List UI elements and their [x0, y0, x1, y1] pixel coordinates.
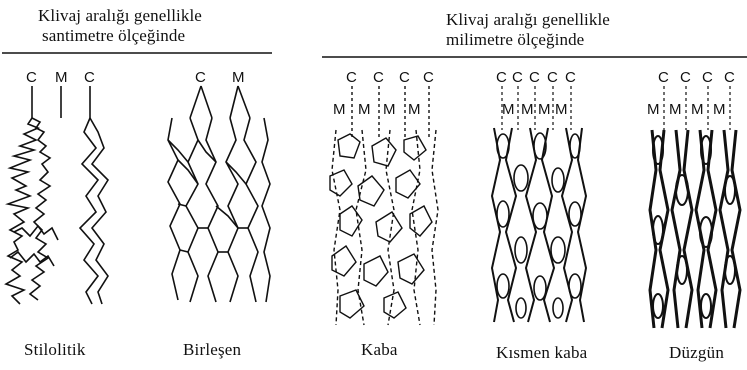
marker-c-4: C: [346, 69, 357, 86]
marker-m-4: M: [358, 101, 371, 118]
panel-stilolitik-drawing: C M C: [6, 69, 108, 304]
marker-c-12: C: [565, 69, 576, 86]
marker-c-14: C: [680, 69, 691, 86]
marker-c-10: C: [529, 69, 540, 86]
panel-duzgun-drawing: C C C C M M M M: [647, 69, 740, 328]
marker-m-5: M: [383, 101, 396, 118]
marker-c-2: C: [84, 69, 95, 86]
marker-c-16: C: [724, 69, 735, 86]
marker-m-10: M: [555, 101, 568, 118]
marker-m-12: M: [669, 101, 682, 118]
panel-birlesen-drawing: C M: [168, 69, 270, 302]
marker-c-8: C: [496, 69, 507, 86]
marker-c-7: C: [423, 69, 434, 86]
panel-kaba-drawing: C C C C M M M M: [330, 69, 438, 325]
panel-label-stilolitik: Stilolitik: [24, 340, 86, 359]
marker-m-11: M: [647, 101, 660, 118]
panel-label-kaba: Kaba: [361, 340, 398, 359]
marker-m-9: M: [538, 101, 551, 118]
marker-m-7: M: [502, 101, 515, 118]
marker-m-13: M: [691, 101, 704, 118]
marker-m-14: M: [713, 101, 726, 118]
marker-m-2: M: [232, 69, 245, 86]
marker-m-8: M: [521, 101, 534, 118]
marker-c-15: C: [702, 69, 713, 86]
marker-c-1: C: [26, 69, 37, 86]
marker-c-5: C: [373, 69, 384, 86]
marker-c-6: C: [399, 69, 410, 86]
panel-label-kismen-kaba: Kısmen kaba: [496, 343, 588, 362]
panel-kismen-kaba-drawing: C C C C C M M M M: [492, 69, 586, 322]
marker-c-9: C: [512, 69, 523, 86]
marker-c-13: C: [658, 69, 669, 86]
panel-label-birlesen: Birleşen: [183, 340, 242, 359]
panel-label-duzgun: Düzgün: [669, 343, 724, 362]
marker-m-1: M: [55, 69, 68, 86]
marker-c-11: C: [547, 69, 558, 86]
marker-m-6: M: [408, 101, 421, 118]
marker-c-3: C: [195, 69, 206, 86]
marker-m-3: M: [333, 101, 346, 118]
